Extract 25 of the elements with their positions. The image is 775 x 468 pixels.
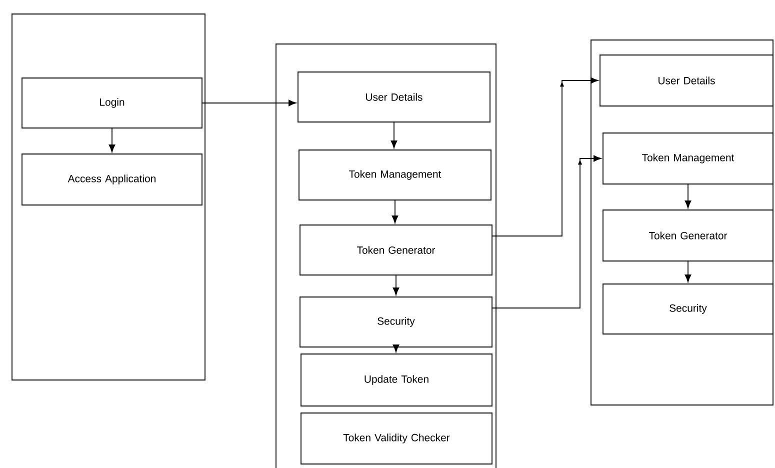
process-box: User Details	[600, 54, 774, 106]
arrow	[392, 275, 400, 296]
arrow	[492, 77, 598, 236]
process-box: User Details	[298, 72, 490, 122]
arrow	[684, 184, 692, 208]
process-box: Access Application	[22, 154, 202, 206]
arrow	[684, 261, 692, 282]
process-box: Token Generator	[300, 224, 492, 276]
process-box: Token Validity Checker	[300, 412, 492, 464]
container-box	[12, 14, 206, 380]
arrow	[392, 344, 400, 352]
arrow	[392, 200, 398, 224]
process-box: Update Token	[300, 354, 492, 406]
process-box: Security	[602, 284, 774, 334]
arrow	[202, 100, 296, 106]
arrow	[492, 155, 602, 308]
process-box: Token Management	[298, 150, 492, 200]
process-box: Token Generator	[602, 210, 774, 262]
process-box: Login	[22, 78, 202, 128]
process-box: Token Management	[602, 132, 774, 184]
arrow	[390, 122, 398, 148]
container-box	[590, 40, 774, 406]
process-box: Security	[300, 296, 492, 348]
arrow	[108, 128, 116, 152]
container-box	[276, 44, 496, 468]
